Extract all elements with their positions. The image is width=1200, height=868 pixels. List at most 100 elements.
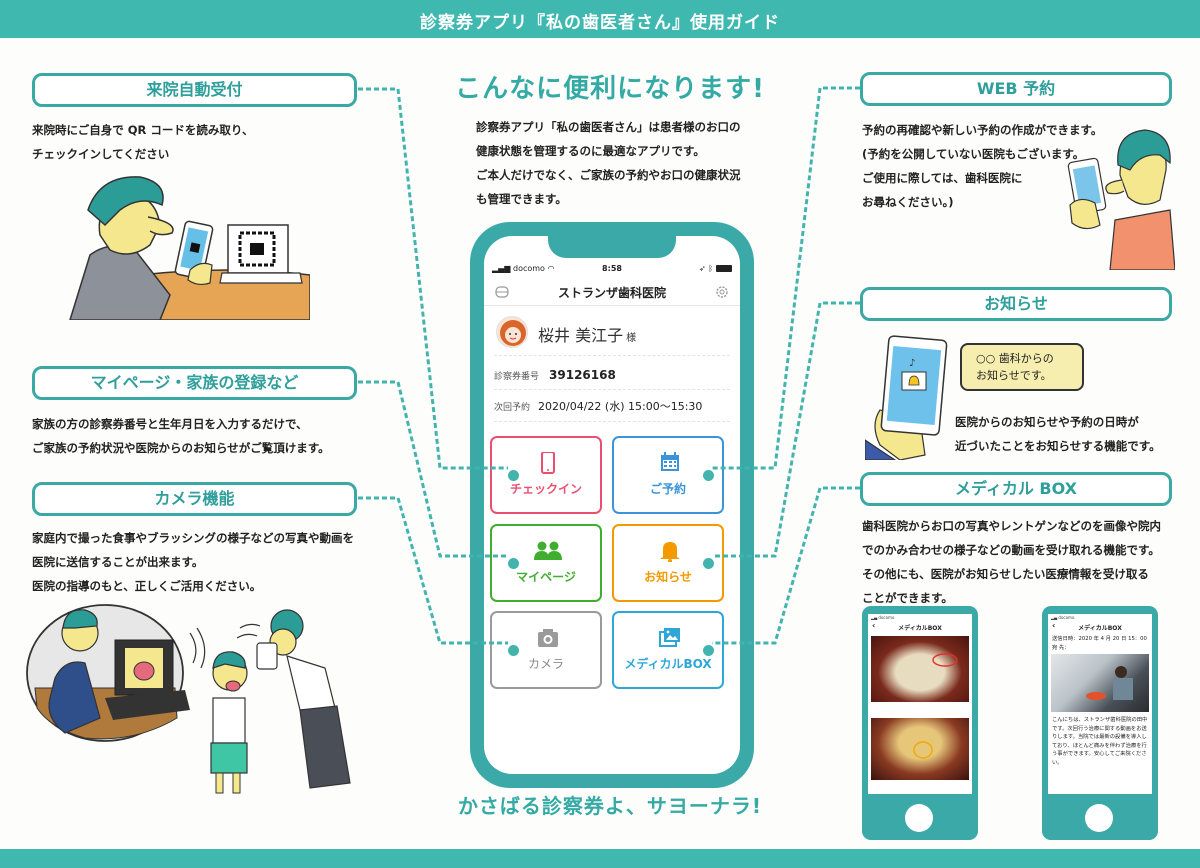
feature-desc-auto-checkin: 来院時にご自身で QR コードを読み取り、 チェックインしてください: [32, 118, 362, 166]
feature-heading-medical-box: メディカル BOX: [860, 472, 1172, 506]
headline: こんなに便利になります!: [455, 74, 765, 104]
feature-desc-medical-box: 歯科医院からお口の写真やレントゲンなどのを画像や院内 でのかみ合わせの様子などの…: [862, 514, 1197, 610]
feature-heading-web-reservation: WEB 予約: [860, 72, 1172, 106]
desc-line: 歯科医院からお口の写真やレントゲンなどのを画像や院内: [862, 519, 1161, 533]
feature-desc-mypage: 家族の方の診察券番号と生年月日を入力するだけで、 ご家族の予約状況や医院からのお…: [32, 412, 392, 460]
feature-heading-mypage: マイページ・家族の登録など: [32, 366, 357, 400]
smartphone-icon: [541, 452, 555, 474]
medical-box-phone-photos: ▂▄ docomo ‹ メディカルBOX: [862, 606, 978, 840]
card-number-label: 診察券番号: [494, 372, 540, 382]
desc-line: ご使用に際しては、歯科医院に: [862, 171, 1023, 185]
users-icon: [534, 541, 562, 560]
medical-box-phone-message: ▂▄ docomo ‹ メディカルBOX 送信日時：2020 年 4 月 20 …: [1042, 606, 1158, 840]
card-number-value: 39126168: [549, 368, 616, 382]
feature-heading-notifications: お知らせ: [860, 287, 1172, 321]
status-time: 8:58: [602, 264, 622, 273]
desc-line: 家族の方の診察券番号と生年月日を入力するだけで、: [32, 417, 308, 431]
mini-screen: ▂▄ docomo ‹ メディカルBOX 送信日時：2020 年 4 月 20 …: [1048, 614, 1152, 794]
mini-screen-title: メディカルBOX: [1078, 625, 1122, 632]
bell-icon: [660, 542, 680, 562]
avatar: [496, 316, 528, 348]
connector-dot: [508, 645, 519, 656]
wifi-icon: ◠: [547, 264, 555, 273]
tile-label: お知らせ: [644, 570, 692, 584]
calendar-icon: [661, 452, 679, 471]
battery-icon: [716, 265, 732, 272]
qr-checkin-illustration: [69, 176, 310, 320]
connector-dot: [703, 558, 714, 569]
camera-family-illustration: [26, 604, 351, 794]
back-icon[interactable]: ‹: [872, 621, 876, 630]
avatar-face-icon: [500, 320, 526, 346]
back-icon[interactable]: ‹: [1052, 621, 1056, 630]
desc-line: 医院の指導のもと、正しくご活用ください。: [32, 579, 262, 593]
desc-line: 医院からのお知らせや予約の日時が: [955, 415, 1139, 429]
intro-line: ご本人だけでなく、ご家族の予約やお口の健康状況: [476, 168, 741, 182]
feature-heading-camera: カメラ機能: [32, 482, 357, 516]
intro-line: も管理できます。: [476, 192, 567, 206]
home-button: [1085, 804, 1113, 832]
desc-line: ことができます。: [862, 591, 953, 605]
connector-dot: [508, 470, 519, 481]
svg-text:♪: ♪: [909, 358, 915, 369]
message-recipient: 宛 先：: [1052, 645, 1070, 651]
tile-reservation[interactable]: ご予約: [612, 436, 724, 514]
notification-speech-bubble: ○○ 歯科からの お知らせです。: [960, 343, 1084, 391]
intro-line: 健康状態を管理するのに最適なアプリです。: [476, 144, 705, 158]
tile-checkin[interactable]: チェックイン: [490, 436, 602, 514]
next-appointment-label: 次回予約: [494, 403, 531, 413]
card-number-row: 診察券番号 39126168: [494, 360, 730, 390]
desc-line: 来院時にご自身で QR コードを読み取り、: [32, 123, 254, 137]
clinic-treatment-photo: [1051, 654, 1149, 712]
message-body: こんにちは、ストランザ歯科医院の田中です。次回行う治療に関する動画をお送りします…: [1052, 717, 1148, 766]
desc-line: 医院に送信することが出来ます。: [32, 555, 204, 569]
clinic-name: ストランザ歯科医院: [557, 286, 666, 300]
web-reservation-illustration: [1067, 129, 1175, 270]
header-band: 診察券アプリ『私の歯医者さん』使用ガイド: [0, 0, 1200, 38]
guide-title: 診察券アプリ『私の歯医者さん』使用ガイド: [420, 13, 780, 33]
tile-label: メディカルBOX: [624, 657, 712, 671]
home-button: [905, 804, 933, 832]
intro-text: 診察券アプリ「私の歯医者さん」は患者様のお口の 健康状態を管理するのに最適なアプ…: [476, 115, 776, 211]
tile-notifications[interactable]: お知らせ: [612, 524, 724, 602]
mini-screen: ▂▄ docomo ‹ メディカルBOX: [868, 614, 972, 794]
teeth-photo-front: [871, 636, 969, 702]
tile-label: マイページ: [516, 570, 576, 584]
phone-notch: [548, 222, 676, 258]
desc-line: でのかみ合わせの様子などの動画を受け取れる機能です。: [862, 543, 1160, 557]
mini-status-bar: ▂▄ docomo: [1051, 615, 1075, 620]
app-navbar: ストランザ歯科医院: [484, 282, 740, 306]
desc-line: 近づいたことをお知らせする機能です。: [955, 439, 1161, 453]
tile-medical-box[interactable]: メディカルBOX: [612, 611, 724, 689]
connector-dot: [703, 645, 714, 656]
desc-line: 家庭内で撮った食事やブラッシングの様子などの写真や動画を: [32, 531, 354, 545]
connector-dot: [508, 558, 519, 569]
next-appointment-row: 次回予約 2020/04/22 (水) 15:00〜15:30: [494, 392, 730, 422]
user-row[interactable]: 桜井 美江子様: [494, 312, 730, 356]
footer-band: [0, 849, 1200, 868]
desc-line: お尋ねください。): [862, 195, 954, 209]
intro-line: 診察券アプリ「私の歯医者さん」は患者様のお口の: [476, 120, 741, 134]
camera-icon: [538, 629, 558, 647]
gear-icon[interactable]: [714, 284, 730, 300]
location-icon: ➶: [698, 264, 706, 273]
status-bar: ▂▄▆ docomo ◠ 8:58 ➶ ᛒ: [492, 264, 732, 278]
bluetooth-icon: ᛒ: [708, 264, 713, 273]
tile-label: チェックイン: [509, 482, 582, 496]
tagline: かさばる診察券よ、サヨーナラ!: [457, 794, 763, 818]
desc-line: チェックインしてください: [32, 147, 170, 161]
tile-camera[interactable]: カメラ: [490, 611, 602, 689]
tile-mypage[interactable]: マイページ: [490, 524, 602, 602]
notification-phone-illustration: ♪: [865, 335, 948, 460]
status-icons: ➶ ᛒ: [699, 264, 732, 273]
desc-line: ご家族の予約状況や医院からのお知らせがご覧頂けます。: [32, 441, 330, 455]
next-appointment-value: 2020/04/22 (水) 15:00〜15:30: [538, 400, 703, 413]
tile-label: カメラ: [527, 657, 564, 671]
user-name: 桜井 美江子様: [538, 326, 637, 345]
feature-heading-auto-checkin: 来院自動受付: [32, 73, 357, 107]
desc-line: (予約を公開していない医院もございます。: [862, 147, 1085, 161]
connector-dot: [703, 470, 714, 481]
feature-desc-notifications: 医院からのお知らせや予約の日時が 近づいたことをお知らせする機能です。: [955, 410, 1195, 458]
teeth-photo-lower: [871, 718, 969, 780]
feature-desc-web-reservation: 予約の再確認や新しい予約の作成ができます。 (予約を公開していない医院もございま…: [862, 118, 1102, 214]
